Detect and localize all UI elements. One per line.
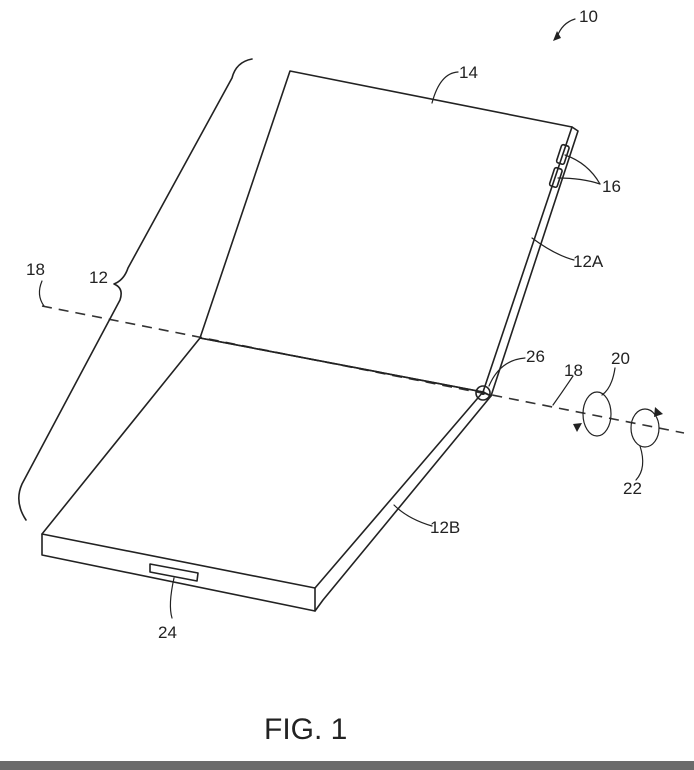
label-24: 24 bbox=[158, 623, 177, 642]
leader-18-right bbox=[552, 375, 574, 406]
label-18-left: 18 bbox=[26, 260, 45, 279]
leader-10 bbox=[556, 18, 576, 38]
label-12: 12 bbox=[89, 268, 108, 287]
rotation-arrow-20 bbox=[573, 391, 612, 437]
hinge bbox=[475, 385, 491, 401]
leader-22 bbox=[635, 445, 644, 481]
leader-16-b bbox=[557, 177, 601, 185]
port-opening bbox=[149, 563, 199, 582]
label-20: 20 bbox=[611, 349, 630, 368]
leader-18-left bbox=[38, 280, 45, 307]
lower-panel-front-edge bbox=[41, 533, 316, 612]
leader-26 bbox=[488, 357, 526, 387]
label-14: 14 bbox=[459, 63, 478, 82]
side-button-bottom bbox=[548, 166, 563, 189]
hinge-pin bbox=[481, 391, 485, 395]
rotation-arrow-22 bbox=[630, 407, 663, 448]
label-16: 16 bbox=[602, 177, 621, 196]
upper-housing-panel bbox=[199, 70, 579, 397]
label-12a: 12A bbox=[573, 252, 604, 271]
rotation-arrowhead-22 bbox=[654, 407, 663, 417]
leader-14 bbox=[431, 71, 459, 104]
leader-20 bbox=[601, 367, 616, 396]
label-12b: 12B bbox=[430, 518, 460, 537]
lower-panel-side-edge bbox=[314, 391, 492, 612]
lower-panel-face bbox=[41, 337, 484, 589]
figure-caption: FIG. 1 bbox=[264, 713, 347, 746]
leader-10-arrowhead bbox=[553, 31, 561, 41]
rotation-ellipse-22 bbox=[630, 408, 660, 448]
bottom-bar bbox=[0, 761, 694, 770]
rotation-arrowhead-20 bbox=[573, 423, 582, 432]
leader-12b bbox=[393, 504, 433, 527]
label-18-right: 18 bbox=[564, 361, 583, 380]
upper-panel-face bbox=[199, 70, 573, 393]
leader-16-a bbox=[564, 154, 601, 185]
label-26: 26 bbox=[526, 347, 545, 366]
rotation-ellipse-20 bbox=[582, 391, 612, 437]
label-22: 22 bbox=[623, 479, 642, 498]
leader-12a bbox=[531, 237, 575, 261]
lower-housing-panel bbox=[41, 337, 492, 612]
label-10: 10 bbox=[579, 7, 598, 26]
leader-24 bbox=[169, 577, 175, 619]
housing-brace bbox=[18, 58, 253, 521]
